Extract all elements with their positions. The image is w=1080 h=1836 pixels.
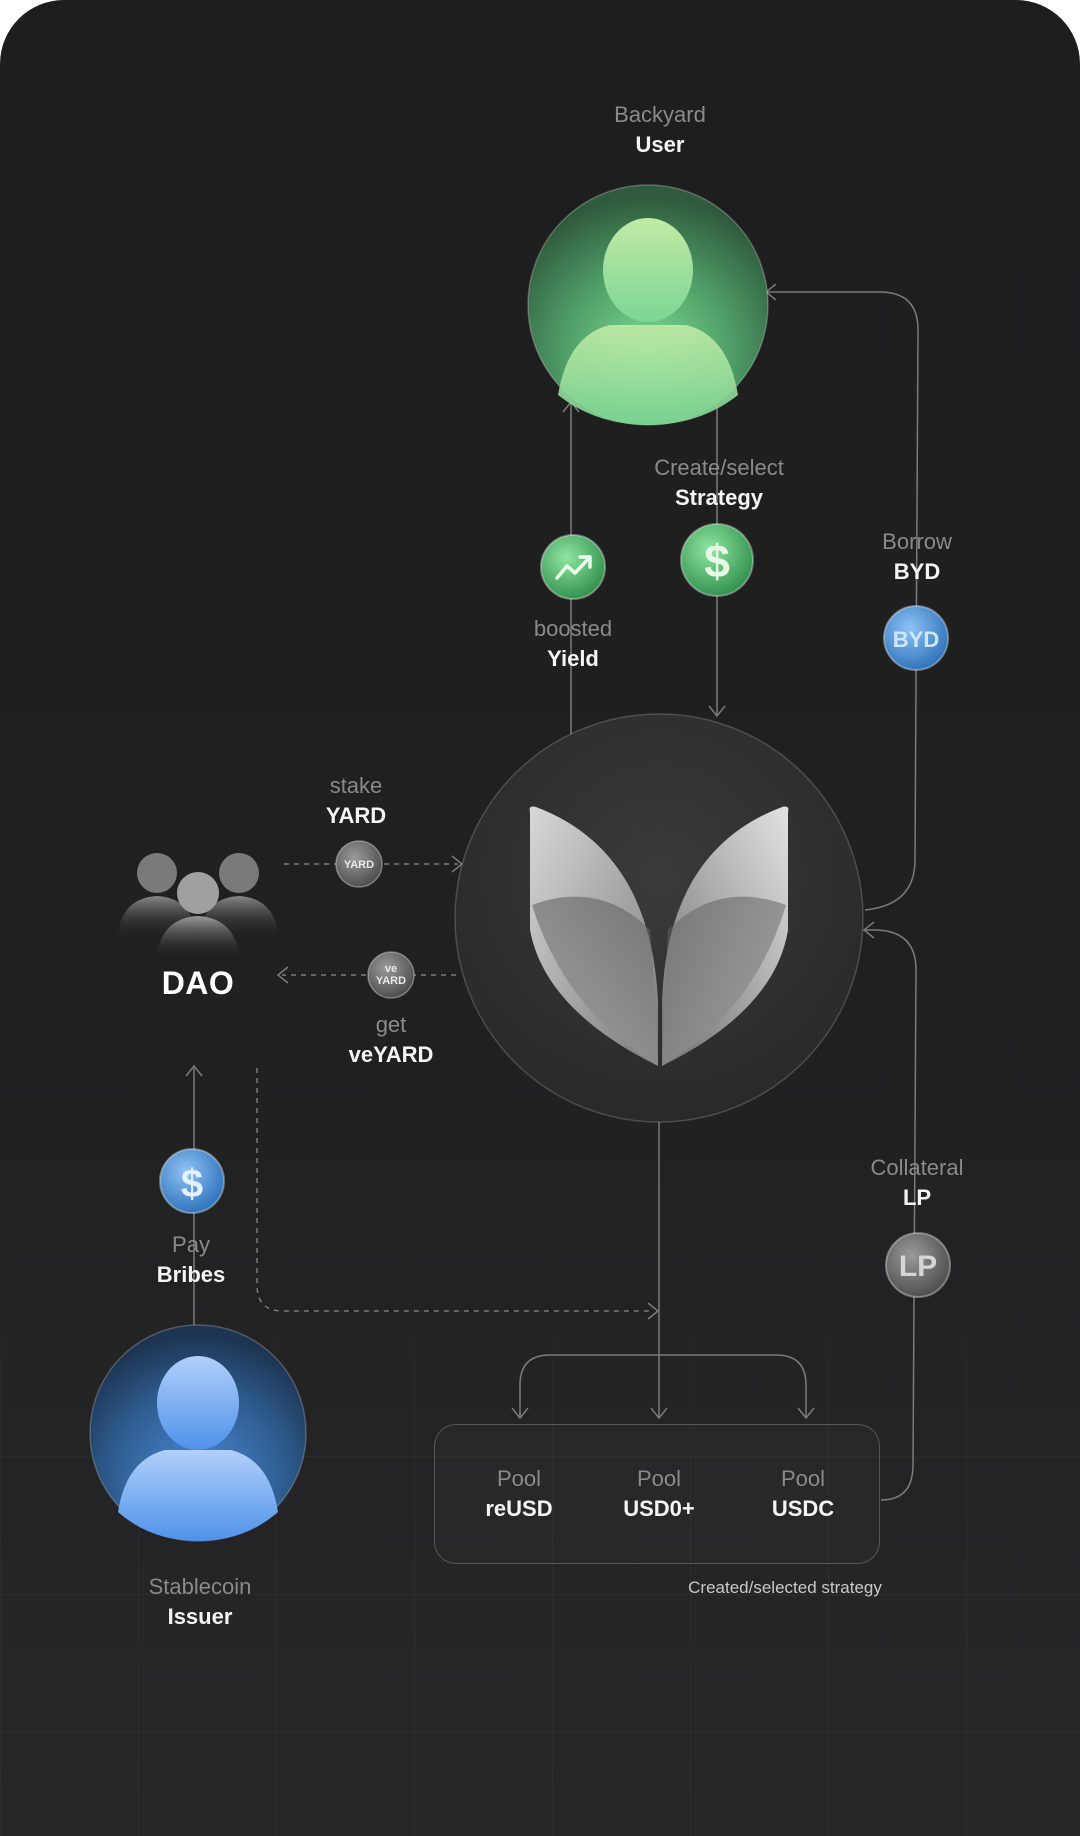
pool-usd0plus: Pool USD0+ xyxy=(623,1464,695,1523)
user-label: Backyard User xyxy=(614,100,706,159)
yield-label-main: Yield xyxy=(547,645,599,671)
backyard-leaf-logo xyxy=(529,806,789,1066)
yield-token xyxy=(540,534,606,600)
bribes-token: $ xyxy=(159,1148,225,1214)
strategy-pools-box xyxy=(434,1424,880,1564)
pool-split-line xyxy=(519,1354,807,1418)
bribes-label-main: Bribes xyxy=(156,1261,226,1287)
strategy-label-main: Strategy xyxy=(674,484,764,510)
get-label: get veYARD xyxy=(349,1010,434,1069)
user-person-icon xyxy=(558,325,738,425)
issuer-label-main: Issuer xyxy=(167,1603,233,1629)
strategy-token: $ xyxy=(680,523,754,597)
get-arrowhead xyxy=(276,966,289,984)
stake-label-sub: stake xyxy=(329,773,383,798)
backyard-hub xyxy=(454,713,864,1123)
user-label-sub: Backyard xyxy=(614,102,706,127)
dao-label: DAO xyxy=(161,965,235,1001)
bribes-arrowhead xyxy=(185,1064,203,1077)
strategy-label: Create/select Strategy xyxy=(654,453,784,512)
collateral-line xyxy=(864,929,917,1501)
issuer-person-icon xyxy=(118,1450,278,1541)
pool-reusd-sub: Pool xyxy=(496,1466,542,1491)
veyard-token-label-top: ve xyxy=(385,963,397,975)
issuer-avatar xyxy=(89,1324,307,1542)
pool-center-arrowhead xyxy=(650,1407,668,1420)
bribes-label-sub: Pay xyxy=(172,1232,210,1257)
borrow-label: Borrow BYD xyxy=(882,527,952,586)
pool-usdc-main: USDC xyxy=(771,1495,835,1521)
borrow-label-main: BYD xyxy=(893,558,941,584)
byd-token-label: BYD xyxy=(893,627,939,652)
stake-label: stake YARD xyxy=(326,771,386,830)
lp-token-label: LP xyxy=(899,1250,937,1283)
pool-usdc: Pool USDC xyxy=(772,1464,834,1523)
user-avatar xyxy=(527,184,769,426)
strategy-label-sub: Create/select xyxy=(654,455,784,480)
pool-reusd: Pool reUSD xyxy=(485,1464,552,1523)
borrow-line xyxy=(766,291,919,911)
borrow-label-sub: Borrow xyxy=(882,529,952,554)
issuer-label-sub: Stablecoin xyxy=(148,1574,252,1599)
dollar-icon: $ xyxy=(181,1162,203,1206)
collateral-label-sub: Collateral xyxy=(870,1155,964,1180)
pool-usd0plus-main: USD0+ xyxy=(623,1495,695,1521)
pool-left-arrowhead xyxy=(511,1407,529,1420)
stake-label-main: YARD xyxy=(325,802,387,828)
user-label-main: User xyxy=(635,131,685,157)
yield-label: boosted Yield xyxy=(534,614,612,673)
collateral-label-main: LP xyxy=(902,1184,932,1210)
yard-token: YARD xyxy=(335,840,383,888)
yield-label-sub: boosted xyxy=(533,616,613,641)
pool-reusd-main: reUSD xyxy=(485,1495,553,1521)
pool-usd0plus-sub: Pool xyxy=(636,1466,682,1491)
yard-token-label: YARD xyxy=(344,859,374,871)
bribes-label: Pay Bribes xyxy=(157,1230,225,1289)
trending-up-icon xyxy=(555,555,592,580)
collateral-arrowhead xyxy=(862,921,875,939)
veyard-token-label-bottom: YARD xyxy=(376,975,406,987)
get-label-main: veYARD xyxy=(348,1041,434,1067)
stake-arrowhead xyxy=(451,855,464,873)
collateral-label: Collateral LP xyxy=(871,1153,964,1212)
strategy-caption: Created/selected strategy xyxy=(688,1578,882,1597)
dashed-connectors xyxy=(256,863,652,1312)
strategy-arrowhead xyxy=(708,705,726,718)
dao-vote-arrowhead xyxy=(647,1302,660,1320)
pool-right-arrowhead xyxy=(797,1407,815,1420)
issuer-label: Stablecoin Issuer xyxy=(149,1572,252,1631)
dao-group-icon xyxy=(117,853,279,960)
pool-usdc-sub: Pool xyxy=(780,1466,826,1491)
dollar-icon: $ xyxy=(704,535,730,587)
byd-token: BYD xyxy=(883,605,949,671)
lp-token: LP xyxy=(885,1232,951,1298)
veyard-token: ve YARD xyxy=(367,951,415,999)
get-label-sub: get xyxy=(375,1012,407,1037)
